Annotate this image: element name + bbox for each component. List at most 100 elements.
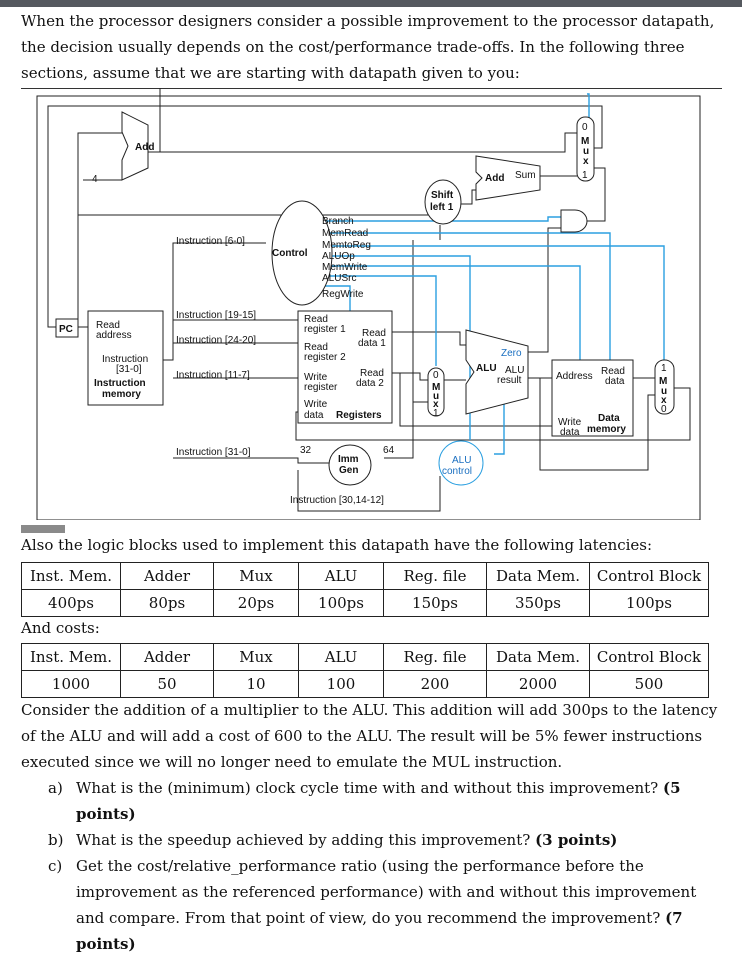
latency-header-row: Inst. Mem. Adder Mux ALU Reg. file Data … [21,562,709,590]
question-c: c) Get the cost/relative_performance rat… [48,857,697,953]
costs-intro: And costs: [21,619,100,637]
svg-text:memory: memory [587,424,626,435]
svg-text:MemWrite: MemWrite [322,262,368,273]
svg-text:result: result [497,375,522,386]
instruction-memory [87,310,164,406]
adder-top-label: Add [135,142,154,153]
const-four-label: 4 [92,174,98,185]
imm-gen [328,444,372,486]
svg-text:Instruction: Instruction [94,378,146,389]
svg-text:data 1: data 1 [358,338,386,349]
svg-text:64: 64 [383,445,395,456]
intro-divider [21,88,722,89]
svg-text:address: address [96,330,132,341]
latency-intro: Also the logic blocks used to implement … [21,536,653,554]
svg-text:data: data [304,410,324,421]
cost-table: Inst. Mem. Adder Mux ALU Reg. file Data … [21,643,709,698]
alu-control [438,440,484,486]
svg-text:Instruction [24-20]: Instruction [24-20] [176,335,256,346]
pc-register [55,318,79,338]
control-signal-labels: Branch MemRead MemtoReg ALUOp MemWrite A… [322,216,371,300]
svg-text:Address: Address [556,371,593,382]
svg-text:Write: Write [304,399,328,410]
adder-branch-sum-label: Sum [515,170,536,181]
svg-text:u: u [433,391,439,402]
svg-text:Registers: Registers [336,410,382,421]
svg-text:ALUSrc: ALUSrc [322,273,356,284]
top-border-bar [0,0,742,7]
svg-text:M: M [659,376,667,387]
svg-text:0: 0 [582,122,588,133]
svg-text:data 2: data 2 [356,378,384,389]
svg-text:x: x [433,399,439,410]
svg-text:1: 1 [582,170,588,181]
svg-text:register: register [304,382,338,393]
cost-header-row: Inst. Mem. Adder Mux ALU Reg. file Data … [21,643,709,671]
svg-text:M: M [581,136,589,147]
adder-branch-label: Add [485,173,504,184]
diagram-frame [36,95,701,520]
svg-text:Read: Read [304,314,328,325]
control-label: Control [272,248,308,259]
register-file [297,310,393,424]
svg-text:Instruction: Instruction [102,354,148,365]
svg-text:control: control [442,466,472,477]
datapath-diagram: Add 4 Add Sum Shift left 1 0 M u x 1 Con… [36,88,701,520]
svg-text:data: data [605,376,625,387]
data-memory [551,359,634,437]
svg-text:ALU: ALU [505,365,524,376]
svg-text:register 2: register 2 [304,352,346,363]
svg-text:Zero: Zero [501,348,522,359]
svg-text:x: x [661,395,667,406]
svg-text:Read: Read [360,368,384,379]
svg-text:0: 0 [661,404,667,415]
svg-text:Read: Read [601,366,625,377]
question-b: b) What is the speedup achieved by addin… [48,831,618,849]
svg-text:Instruction [11-7]: Instruction [11-7] [176,370,250,381]
mux-alu-src [427,367,445,417]
svg-text:0: 0 [433,370,439,381]
svg-text:Read: Read [362,328,386,339]
svg-text:Instruction [6-0]: Instruction [6-0] [176,236,245,247]
svg-text:register 1: register 1 [304,324,346,335]
mux-pc-select [576,116,595,182]
shift-label-2: left 1 [430,202,454,213]
svg-text:Write: Write [304,372,328,383]
svg-text:1: 1 [661,363,667,374]
mux-mem-to-reg [654,359,675,415]
branch-and-gate [560,209,588,233]
svg-text:Read: Read [96,320,120,331]
svg-text:ALUOp: ALUOp [322,251,355,262]
question-a: a) What is the (minimum) clock cycle tim… [48,779,681,823]
svg-text:ALU: ALU [452,455,471,466]
svg-text:Instruction [31-0]: Instruction [31-0] [176,447,251,458]
svg-text:data: data [560,427,580,438]
svg-text:1: 1 [433,408,439,419]
question-list: a) What is the (minimum) clock cycle tim… [48,775,720,957]
svg-text:Instruction [30,14-12]: Instruction [30,14-12] [290,495,384,506]
pc-label: PC [59,324,73,335]
svg-text:u: u [583,146,589,157]
control-unit [271,200,333,306]
svg-text:ALU: ALU [476,363,497,374]
svg-text:u: u [661,386,667,397]
svg-text:Gen: Gen [339,465,358,476]
alu [465,329,529,415]
intro-paragraph: When the processor designers consider a … [21,12,715,82]
svg-text:32: 32 [300,445,312,456]
shift-label-1: Shift [431,190,454,201]
svg-text:x: x [583,156,589,167]
svg-text:MemtoReg: MemtoReg [322,240,371,251]
svg-text:[31-0]: [31-0] [116,364,142,375]
cost-value-row: 1000 50 10 100 200 2000 500 [21,670,709,698]
svg-text:Data: Data [598,413,620,424]
adder-top [121,111,149,181]
adder-branch [475,155,541,201]
svg-text:RegWrite: RegWrite [322,289,364,300]
latency-value-row: 400ps 80ps 20ps 100ps 150ps 350ps 100ps [21,589,709,617]
svg-text:Read: Read [304,342,328,353]
problem-paragraph: Consider the addition of a multiplier to… [21,701,718,771]
shift-left-ellipse [424,179,462,225]
svg-text:Write: Write [558,417,582,428]
svg-text:M: M [432,382,440,393]
